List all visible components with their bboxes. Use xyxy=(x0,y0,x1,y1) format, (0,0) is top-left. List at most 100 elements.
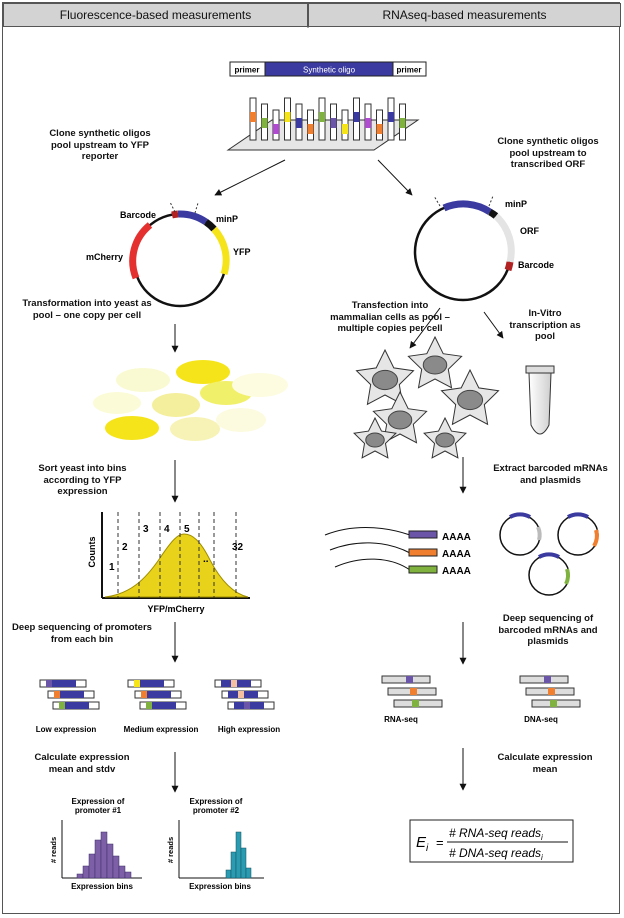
dist1-bar xyxy=(88,853,96,879)
left-clone-text: Clone synthetic oligos pool upstream to … xyxy=(49,128,151,162)
yfp-label: YFP xyxy=(233,247,251,257)
orf-plasmid: minP ORF Barcode xyxy=(413,195,554,302)
read-barcode xyxy=(550,700,557,707)
dist1-bar xyxy=(112,855,120,879)
dist1-bar xyxy=(100,831,108,879)
read-barcode xyxy=(406,676,413,683)
read-barcode xyxy=(238,691,244,698)
dist1-bar xyxy=(106,843,114,879)
oligo-pool-tray xyxy=(226,97,420,151)
bin-label: 32 xyxy=(232,542,244,553)
right-invitro-text: In-Vitro transcription as pool xyxy=(509,308,581,342)
dist1-title-line2: promoter #1 xyxy=(75,806,122,815)
bin-label: 3 xyxy=(143,524,149,535)
dist2-bar xyxy=(225,869,232,879)
cell-nucleus xyxy=(435,432,455,448)
left-transform-text: Transformation into yeast as pool – one … xyxy=(22,298,152,321)
orf-label: ORF xyxy=(520,226,540,236)
left-sort-text: Sort yeast into bins according to YFP ex… xyxy=(38,463,127,497)
read-barcode xyxy=(412,700,419,707)
group-low-label: Low expression xyxy=(36,725,97,734)
read-oligo xyxy=(59,702,89,709)
oligo-variant xyxy=(388,112,394,122)
right-extract-text: Extract barcoded mRNAs and plasmids xyxy=(493,463,608,486)
dist1-xlabel: Expression bins xyxy=(71,882,133,891)
cell-nucleus xyxy=(422,355,448,375)
bin-label: 4 xyxy=(164,524,170,535)
arrow-to-invitro xyxy=(483,311,504,339)
cell-nucleus xyxy=(365,432,385,448)
left-barcode-label: Barcode xyxy=(120,210,156,220)
read-barcode xyxy=(544,676,551,683)
read-barcode xyxy=(146,702,152,709)
oligo-variant xyxy=(273,124,279,134)
read-barcode xyxy=(410,688,417,695)
group-high-label: High expression xyxy=(218,725,280,734)
oligo-variant xyxy=(296,118,302,128)
cell-nucleus xyxy=(387,410,413,430)
rnaseq-label: RNA-seq xyxy=(384,715,418,724)
oligo-variant xyxy=(399,118,406,128)
primer-right-label: primer xyxy=(397,66,422,75)
right-read-groups xyxy=(381,675,581,708)
read-barcode xyxy=(244,702,250,709)
dist1-bar xyxy=(124,871,132,879)
header-fluorescence: Fluorescence-based measurements xyxy=(3,3,308,27)
left-minp-label: minP xyxy=(216,214,238,224)
right-barcode-label: Barcode xyxy=(518,260,554,270)
polya-3: AAAA xyxy=(442,566,471,577)
oligo-variant xyxy=(376,124,383,134)
read-barcode xyxy=(59,702,65,709)
read-barcode xyxy=(141,691,147,698)
read-oligo xyxy=(54,691,84,698)
extracted-plasmids xyxy=(499,512,599,596)
sort-hist-ylabel: Counts xyxy=(87,537,97,568)
oligo-variant xyxy=(330,118,337,128)
read-oligo xyxy=(146,702,176,709)
right-clone-text: Clone synthetic oligos pool upstream to … xyxy=(497,136,599,170)
read-oligo xyxy=(141,691,171,698)
right-minp-label: minP xyxy=(505,199,527,209)
arrow-tray-right xyxy=(377,159,413,196)
dnaseq-label: DNA-seq xyxy=(524,715,558,724)
promoter1-distribution: Expression of promoter #1 # reads Expres… xyxy=(49,797,142,891)
cell-nucleus xyxy=(371,369,399,391)
yeast-cells xyxy=(93,360,288,441)
read-barcode xyxy=(548,688,555,695)
test-tube xyxy=(525,365,555,435)
dist2-title-line1: Expression of xyxy=(190,797,243,806)
arrow-to-cells xyxy=(409,307,441,349)
bin-label: .. xyxy=(203,554,209,565)
left-calc-text: Calculate expression mean and stdv xyxy=(34,752,130,775)
dist1-bar xyxy=(94,839,102,879)
group-medium-label: Medium expression xyxy=(124,725,199,734)
bin-label: 2 xyxy=(122,542,128,553)
dist1-bar xyxy=(118,865,126,879)
dist2-bar xyxy=(230,851,237,879)
oligo-variant xyxy=(250,112,256,122)
cell-nucleus xyxy=(456,389,484,411)
sort-histogram: Counts YFP/mCherry 12 3 4 5.. 32 xyxy=(87,512,250,614)
oligo-construct: primer Synthetic oligo primer xyxy=(229,61,427,77)
read-oligo xyxy=(46,680,76,687)
formula-lhs: Ei xyxy=(416,834,429,854)
read-barcode xyxy=(134,680,140,687)
bin-label: 1 xyxy=(109,562,115,573)
arrow-tray-left xyxy=(214,159,286,196)
sort-hist-xlabel: YFP/mCherry xyxy=(147,604,204,614)
promoter2-distribution: Expression of promoter #2 # reads Expres… xyxy=(166,797,264,891)
oligo-variant xyxy=(284,112,291,122)
dist2-ylabel: # reads xyxy=(166,837,175,863)
oligo-variant xyxy=(319,112,325,122)
left-read-groups xyxy=(39,679,275,710)
oligo-variant xyxy=(353,112,360,122)
dist1-bar xyxy=(82,865,90,879)
bin-label: 5 xyxy=(184,524,190,535)
yfp-reporter-plasmid: Barcode minP YFP mCherry xyxy=(86,201,251,308)
mcherry-label: mCherry xyxy=(86,252,123,262)
dist1-bar xyxy=(76,873,84,879)
read-barcode xyxy=(54,691,60,698)
mammalian-cells xyxy=(353,335,500,459)
